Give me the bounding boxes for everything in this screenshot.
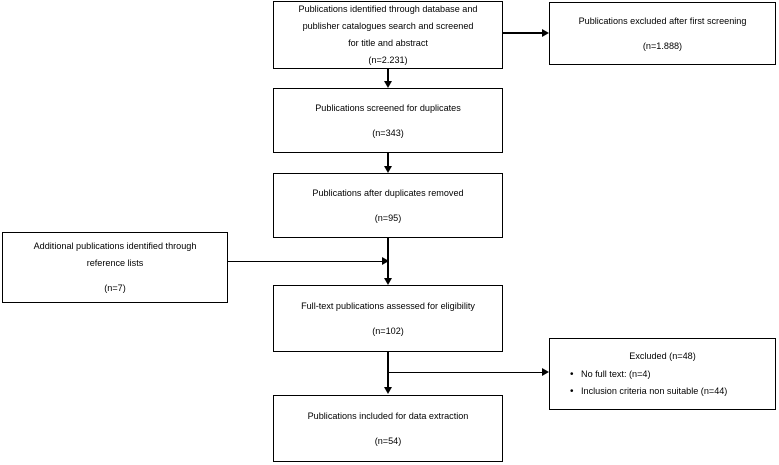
included-count: (n=54) <box>374 435 402 446</box>
connector-identified-to-excluded-first <box>503 32 545 34</box>
connector-fulltext-to-excluded <box>388 371 545 374</box>
after-duplicates-line-1: Publications after duplicates removed <box>312 187 464 198</box>
box-publications-included-data-extraction: Publications included for data extractio… <box>273 395 503 462</box>
arrowhead-to-excluded-first <box>542 28 549 37</box>
box-publications-excluded-first-screening: Publications excluded after first screen… <box>549 2 776 65</box>
box-additional-publications-reference-lists: Additional publications identified throu… <box>2 232 228 303</box>
excluded-reason-item: No full text: (n=4) <box>570 366 727 383</box>
arrowhead-to-screened <box>383 81 392 88</box>
excluded-first-line-1: Publications excluded after first screen… <box>578 15 747 26</box>
additional-line-2: reference lists <box>86 258 144 268</box>
included-line-1: Publications included for data extractio… <box>307 410 469 421</box>
excluded-reason-item: Inclusion criteria non suitable (n=44) <box>570 383 727 400</box>
box-publications-identified: Publications identified through database… <box>273 1 503 69</box>
arrowhead-additional-to-main-column <box>382 257 389 265</box>
screened-duplicates-count: (n=343) <box>372 127 404 138</box>
box-publications-screened-duplicates: Publications screened for duplicates (n=… <box>273 88 503 153</box>
excluded-fulltext-reason-list: No full text: (n=4) Inclusion criteria n… <box>570 366 727 400</box>
after-duplicates-count: (n=95) <box>374 212 402 223</box>
connector-fulltext-to-included <box>387 352 389 389</box>
arrowhead-to-included <box>383 387 392 394</box>
box-publications-after-duplicates-removed: Publications after duplicates removed (n… <box>273 173 503 238</box>
additional-count: (n=7) <box>104 283 126 293</box>
box-excluded-full-text: Excluded (n=48) No full text: (n=4) Incl… <box>549 338 776 410</box>
identified-line-2: publisher catalogues search and screened <box>302 21 474 31</box>
additional-line-1: Additional publications identified throu… <box>33 241 197 251</box>
connector-identified-to-screened <box>387 69 389 82</box>
connector-additional-to-main-column <box>228 260 388 263</box>
identified-line-3: for title and abstract <box>348 38 428 48</box>
arrowhead-to-excluded-fulltext <box>542 368 549 376</box>
fulltext-line-1: Full-text publications assessed for elig… <box>301 300 475 311</box>
box-full-text-publications-assessed: Full-text publications assessed for elig… <box>273 285 503 352</box>
arrowhead-to-fulltext <box>383 278 392 285</box>
screened-duplicates-line-1: Publications screened for duplicates <box>315 102 461 113</box>
excluded-first-count: (n=1.888) <box>642 40 683 51</box>
identified-count: (n=2.231) <box>368 55 408 65</box>
arrowhead-to-after-duplicates <box>383 166 392 173</box>
identified-line-1: Publications identified through database… <box>298 4 478 14</box>
connector-screened-to-after-duplicates <box>387 153 389 167</box>
excluded-fulltext-heading: Excluded (n=48) <box>629 351 696 361</box>
fulltext-count: (n=102) <box>372 325 404 336</box>
